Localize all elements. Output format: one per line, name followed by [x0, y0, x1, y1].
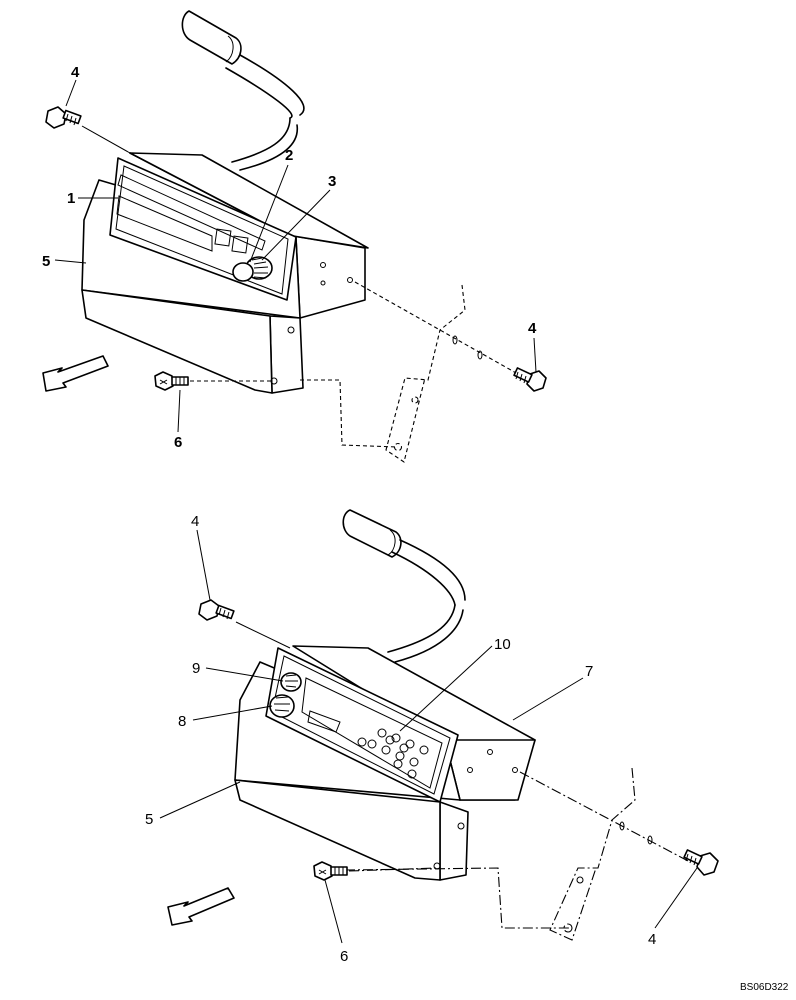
leader-4-right: [533, 337, 537, 373]
callout-4-right: 4: [528, 320, 537, 337]
lower-bolt-top-left-line: [235, 621, 291, 649]
callout-4-top: 4: [71, 64, 80, 81]
callout-2: 2: [285, 147, 293, 164]
lower-bolt-top-left: [198, 599, 235, 621]
leader-7: [512, 677, 584, 721]
upper-bolt-top-left-line: [81, 125, 131, 154]
lower-assembly: 4 4 5 6 7 8 9 10: [145, 509, 719, 965]
upper-bolt-centerline: [354, 281, 526, 379]
lower-keypad: [357, 728, 429, 779]
callout-1: 1: [67, 190, 75, 207]
upper-bolt-top-left: [45, 106, 82, 129]
upper-cab-plate: [300, 284, 466, 463]
lower-washer-a: [619, 821, 625, 831]
upper-bolt-bottom: [154, 371, 189, 391]
callout-5: 5: [42, 253, 50, 270]
leader-2: [249, 164, 289, 263]
lower-controller-unit: [234, 645, 536, 803]
upper-washer-a: [452, 335, 458, 345]
callout-6-lower: 6: [340, 948, 348, 965]
callout-9: 9: [192, 660, 200, 677]
callout-3: 3: [328, 173, 336, 190]
upper-direction-arrow: [42, 355, 109, 392]
lower-knob-9: [280, 672, 302, 692]
leader-3: [261, 189, 331, 261]
leader-10: [399, 645, 493, 732]
upper-washer-b: [477, 350, 483, 360]
lower-knob-8: [269, 694, 295, 718]
lower-cable: [342, 509, 466, 663]
callout-10: 10: [494, 636, 511, 653]
upper-bracket: [81, 289, 304, 394]
callout-4-lower-top: 4: [191, 513, 199, 530]
leader-9: [205, 667, 284, 682]
upper-display-unit: [81, 152, 369, 319]
lower-bracket: [234, 779, 469, 881]
leader-4-lower-right: [654, 867, 698, 929]
upper-bolt-right: [513, 367, 547, 392]
leader-4-lower-top: [196, 529, 211, 601]
leader-4-top: [65, 79, 77, 107]
lower-washer-b: [647, 835, 653, 845]
lower-bolt-bottom-line: [348, 867, 437, 872]
callout-7: 7: [585, 663, 593, 680]
callout-6: 6: [174, 434, 182, 451]
drawing-reference: BS06D322: [740, 982, 789, 993]
callout-4-lower-right: 4: [648, 931, 656, 948]
upper-assembly: 1 2 3 4 4 5 6: [42, 10, 547, 463]
callout-8: 8: [178, 713, 186, 730]
lower-bolt-right: [683, 849, 719, 876]
leader-6: [177, 389, 181, 433]
leader-5: [54, 259, 87, 264]
leader-8: [192, 705, 273, 721]
lower-bolt-bottom: [313, 861, 348, 881]
callout-5-lower: 5: [145, 811, 153, 828]
lower-bolt-centerline: [519, 771, 691, 863]
upper-knob: [232, 256, 273, 282]
leader-5-lower: [159, 781, 241, 819]
leader-6-lower: [324, 879, 343, 944]
lower-direction-arrow: [167, 887, 235, 926]
upper-cable: [181, 10, 305, 171]
